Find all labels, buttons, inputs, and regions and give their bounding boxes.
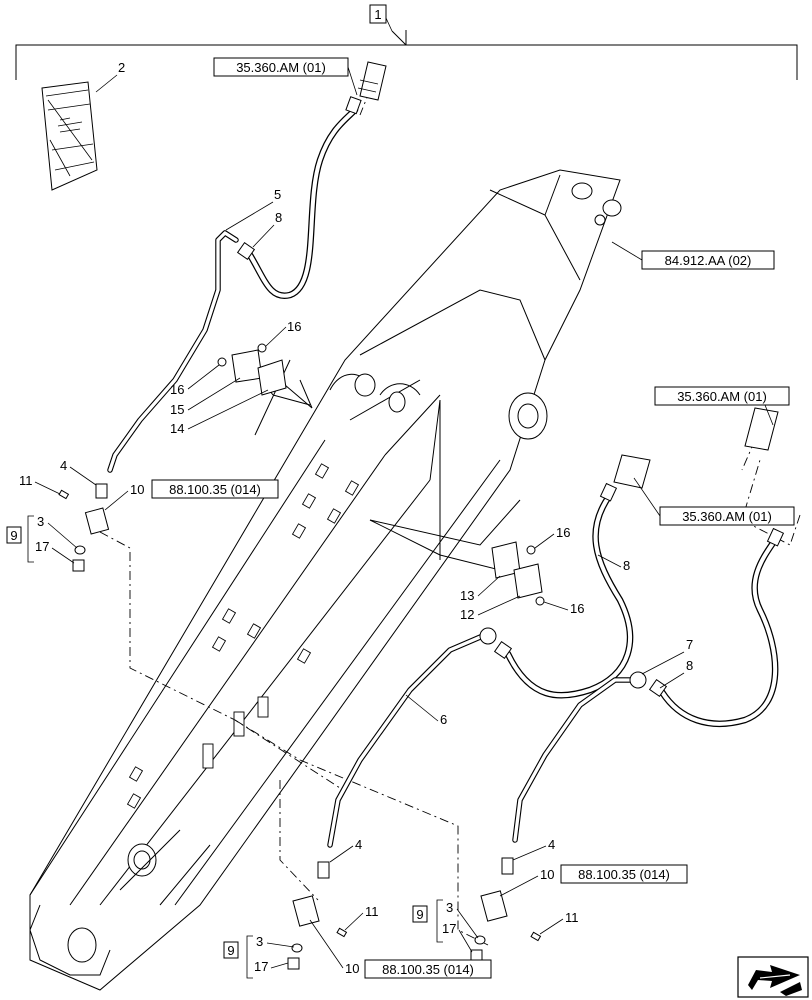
callout-9[interactable]: 9	[416, 907, 423, 922]
callout-3[interactable]: 3	[446, 900, 453, 915]
ref-right-top[interactable]: 35.360.AM (01)	[654, 386, 790, 406]
centerlines	[99, 89, 801, 946]
reference-label[interactable]: 88.100.35 (014)	[578, 867, 670, 882]
hose-7-8-assembly	[512, 407, 785, 843]
callout-9[interactable]: 9	[10, 528, 17, 543]
reference-label[interactable]: 35.360.AM (01)	[682, 509, 772, 524]
reference-label[interactable]: 35.360.AM (01)	[677, 389, 767, 404]
callout-16[interactable]: 16	[170, 382, 184, 397]
ref-block-left[interactable]: 88.100.35 (014)	[151, 479, 279, 499]
fittings	[58, 483, 542, 970]
callout-11[interactable]: 11	[565, 910, 579, 925]
manual-booklet-icon[interactable]	[41, 81, 98, 191]
callout-7[interactable]: 7	[686, 637, 693, 652]
hose-5-assembly	[107, 61, 387, 473]
callout-13[interactable]: 13	[460, 588, 474, 603]
section-markers	[254, 359, 521, 576]
callout-14[interactable]: 14	[170, 421, 184, 436]
callout-16[interactable]: 16	[556, 525, 570, 540]
callout-16[interactable]: 16	[570, 601, 584, 616]
callout-2[interactable]: 2	[118, 60, 125, 75]
callout-4[interactable]: 4	[355, 837, 362, 852]
callout-8[interactable]: 8	[623, 558, 630, 573]
callout-17[interactable]: 17	[35, 539, 49, 554]
ref-boom[interactable]: 84.912.AA (02)	[641, 250, 775, 270]
callout-8[interactable]: 8	[686, 658, 693, 673]
callout-17[interactable]: 17	[442, 921, 456, 936]
ref-block-mid[interactable]: 88.100.35 (014)	[364, 959, 492, 979]
callout-16[interactable]: 16	[287, 319, 301, 334]
callout-3[interactable]: 3	[256, 934, 263, 949]
callout-15[interactable]: 15	[170, 402, 184, 417]
callout-11[interactable]: 11	[19, 473, 33, 488]
boom-arm	[29, 169, 622, 991]
reference-label[interactable]: 84.912.AA (02)	[665, 253, 752, 268]
callout-4[interactable]: 4	[548, 837, 555, 852]
callout-17[interactable]: 17	[254, 959, 268, 974]
callout-10[interactable]: 10	[540, 867, 554, 882]
callout-9[interactable]: 9	[227, 943, 234, 958]
callout-6[interactable]: 6	[440, 712, 447, 727]
callout-5[interactable]: 5	[274, 187, 281, 202]
ref-block-right[interactable]: 88.100.35 (014)	[560, 864, 688, 884]
callout-3[interactable]: 3	[37, 514, 44, 529]
callout-4[interactable]: 4	[60, 458, 67, 473]
callout-8[interactable]: 8	[275, 210, 282, 225]
callout-11[interactable]: 11	[365, 904, 379, 919]
clamp-lower	[491, 541, 545, 606]
callout-12[interactable]: 12	[460, 607, 474, 622]
ref-top[interactable]: 35.360.AM (01)	[213, 57, 349, 77]
hose-6-8-assembly	[327, 454, 651, 848]
kit-bracket: 1	[15, 4, 798, 80]
callout-10[interactable]: 10	[345, 961, 359, 976]
callouts: 5 8 16 16 15 14 11 4 10 9 3 17 16 13 12 …	[6, 187, 693, 979]
reference-label[interactable]: 88.100.35 (014)	[169, 482, 261, 497]
callout-10[interactable]: 10	[130, 482, 144, 497]
next-page-arrow-icon[interactable]	[737, 956, 809, 998]
ref-right-mid[interactable]: 35.360.AM (01)	[659, 506, 795, 526]
reference-label[interactable]: 35.360.AM (01)	[236, 60, 326, 75]
reference-label[interactable]: 88.100.35 (014)	[382, 962, 474, 977]
callout-1[interactable]: 1	[374, 7, 381, 22]
clamp-upper	[217, 343, 287, 396]
